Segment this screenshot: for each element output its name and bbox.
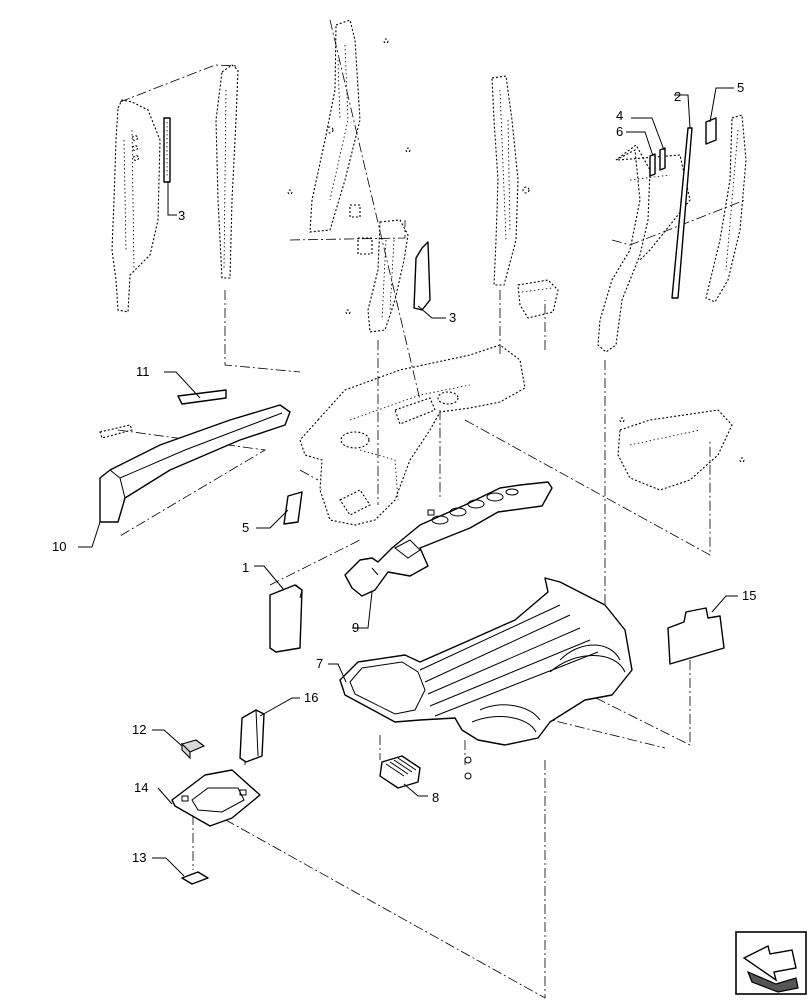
callout-13: 13 — [132, 850, 146, 865]
callout-1: 1 — [242, 560, 249, 575]
pad-4 — [659, 147, 666, 171]
callout-11: 11 — [136, 364, 150, 379]
left-pillar — [111, 99, 161, 313]
callout-10: 10 — [52, 539, 66, 554]
clip-12 — [180, 739, 206, 760]
clip-13 — [181, 871, 209, 885]
callout-12: 12 — [132, 722, 146, 737]
callout-8: 8 — [432, 790, 439, 805]
pad-5-lower — [283, 491, 303, 525]
dashboard-console — [299, 344, 526, 526]
center-upper-pillar — [309, 19, 389, 233]
pad-left-small — [99, 424, 133, 439]
callout-3b: 3 — [449, 310, 456, 325]
callout-3a: 3 — [178, 208, 185, 223]
pad-5-upper — [705, 117, 717, 145]
center-lower-pillar — [349, 204, 409, 333]
cup-holder — [517, 279, 559, 319]
fasteners — [287, 147, 745, 780]
leader-lines — [78, 87, 738, 877]
center-pillar-strip-3 — [413, 241, 431, 311]
callout-7: 7 — [316, 656, 323, 671]
left-rear-post — [215, 64, 239, 279]
callout-15: 15 — [742, 588, 756, 603]
callout-4: 4 — [616, 108, 623, 123]
pillar-seal-2 — [671, 127, 693, 299]
bracket-14 — [171, 769, 261, 827]
right-duct — [617, 409, 733, 491]
callout-labels: 1 2 3 3 4 5 5 6 7 8 9 10 11 12 13 14 15 … — [52, 80, 756, 865]
callout-6: 6 — [616, 124, 623, 139]
armrest-10 — [99, 404, 291, 523]
callout-9: 9 — [352, 620, 359, 635]
callout-2: 2 — [674, 89, 681, 104]
floor-mat-7 — [339, 577, 633, 746]
callout-5b: 5 — [242, 520, 249, 535]
callout-5a: 5 — [737, 80, 744, 95]
right-outer-trim — [705, 114, 747, 303]
callout-16: 16 — [304, 690, 318, 705]
block-16 — [239, 709, 265, 763]
pad-6 — [649, 153, 656, 177]
center-right-pillar — [491, 75, 530, 286]
vent-grille-8 — [379, 755, 421, 789]
next-page-arrow-icon[interactable] — [735, 931, 807, 995]
panel-15 — [667, 607, 725, 665]
panel-1 — [269, 584, 303, 653]
pad-11 — [177, 389, 227, 405]
callout-14: 14 — [134, 780, 148, 795]
left-pillar-strip-3 — [163, 117, 171, 183]
floor-insulation-9 — [344, 481, 553, 597]
